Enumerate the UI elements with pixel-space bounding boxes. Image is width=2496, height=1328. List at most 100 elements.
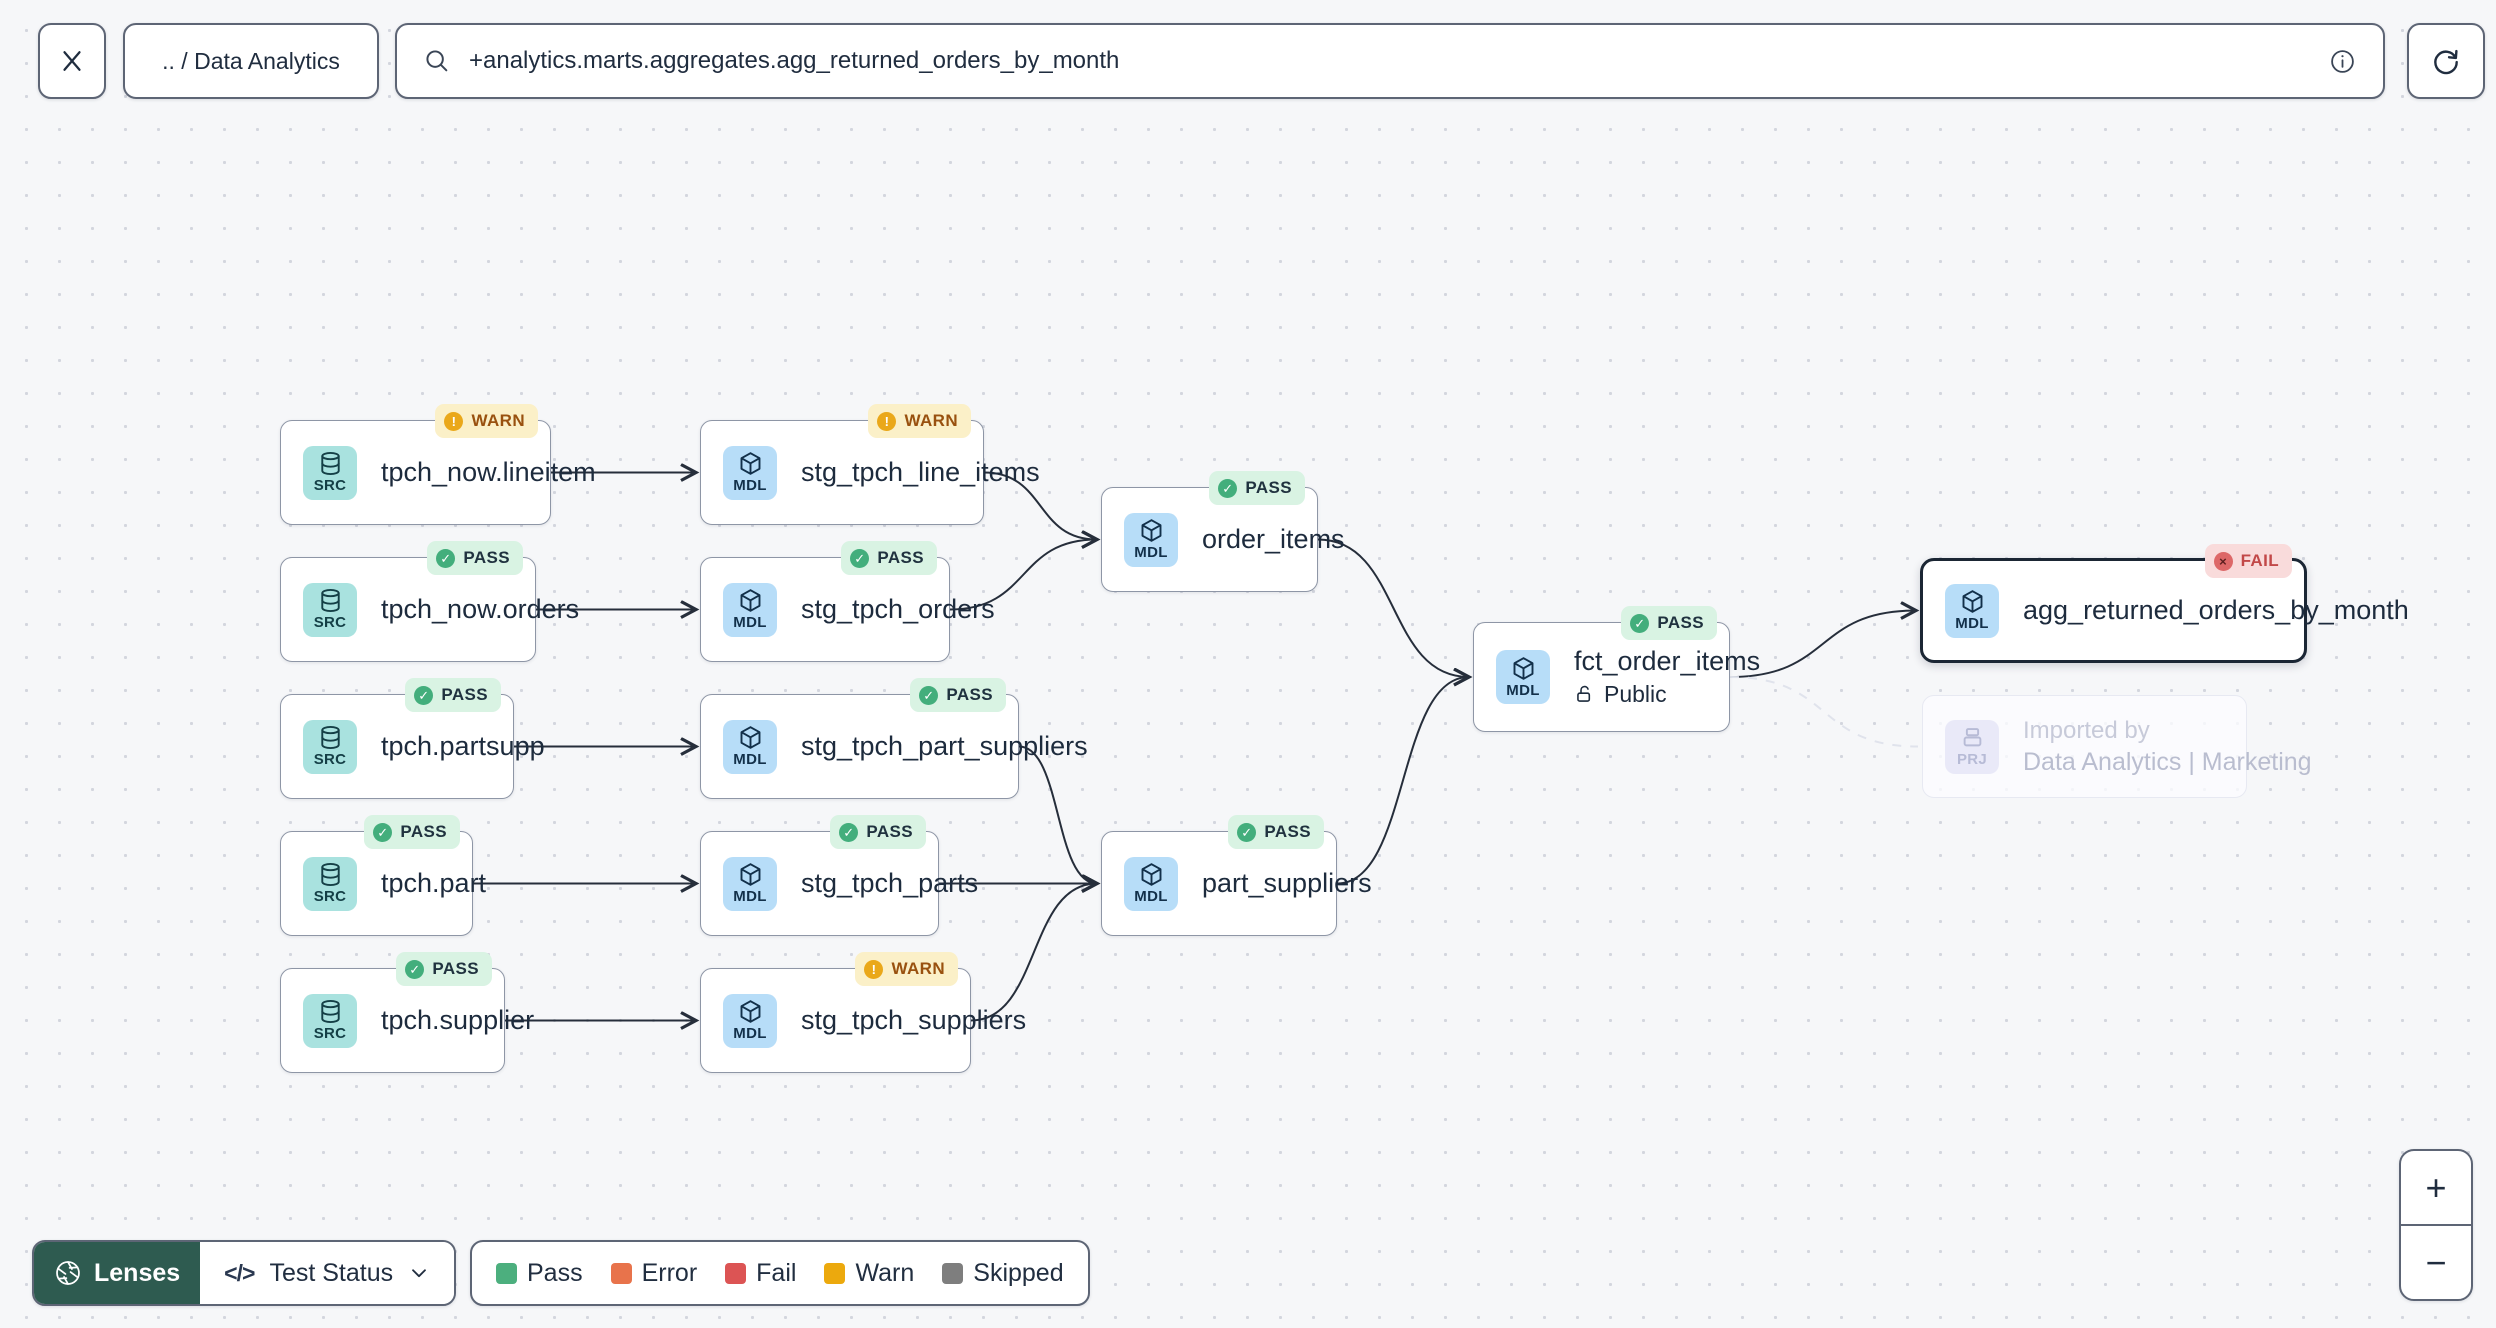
lenses-bar: Lenses </> Test Status [32, 1240, 457, 1306]
node-kind-label: MDL [1134, 544, 1168, 562]
legend-item-pass: Pass [496, 1259, 583, 1288]
legend-label: Fail [756, 1258, 797, 1287]
cube-icon [740, 1000, 760, 1024]
status-badge-pass: ✓PASS [1228, 815, 1324, 849]
search-bar[interactable] [395, 23, 2385, 99]
node-kind-label: MDL [733, 477, 767, 495]
database-icon [320, 726, 340, 750]
legend-item-fail: Fail [725, 1259, 796, 1288]
database-icon [320, 452, 340, 476]
cube-icon [1141, 863, 1161, 887]
node-kind-label: MDL [733, 614, 767, 632]
lenses-button[interactable]: Lenses [34, 1242, 201, 1304]
node-kind-label: MDL [1955, 615, 1989, 633]
node-access: Public [1574, 681, 1760, 708]
mdl-icon-box: MDL [723, 856, 777, 911]
code-icon: </> [224, 1259, 255, 1286]
public-lock-icon [1577, 685, 1591, 702]
legend-label: Skipped [973, 1258, 1064, 1287]
node-label: tpch.partsupp [381, 731, 545, 761]
status-badge-pass: ✓PASS [396, 952, 492, 986]
mdl-icon-box: MDL [1124, 856, 1178, 911]
mdl-icon-box: MDL [723, 445, 777, 500]
node-kind-label: SRC [313, 888, 347, 906]
status-badge-pass: ✓PASS [910, 678, 1006, 712]
cube-icon [1141, 519, 1161, 543]
status-badge-pass: ✓PASS [830, 815, 926, 849]
node-kind-label: PRJ [1956, 751, 1988, 769]
lineage-edge [983, 471, 1097, 540]
node-src-part[interactable]: SRC tpch.part ✓PASS [280, 815, 486, 936]
breadcrumb[interactable]: .. / Data Analytics [123, 23, 379, 99]
status-fail-icon: × [2213, 551, 2233, 571]
node-src-partsupp[interactable]: SRC tpch.partsupp ✓PASS [280, 678, 545, 799]
refresh-button[interactable] [2407, 23, 2485, 99]
legend-swatch [725, 1262, 747, 1284]
node-label: stg_tpch_line_items [801, 457, 1040, 487]
cube-icon [1513, 656, 1533, 680]
node-imported-by[interactable]: PRJ Imported by Data Analytics | Marketing [1922, 695, 2312, 798]
search-input[interactable] [469, 47, 2310, 75]
mdl-icon-box: MDL [723, 993, 777, 1048]
mdl-icon-box: MDL [1124, 512, 1178, 567]
imported-by-projects: Data Analytics | Marketing [2023, 747, 2312, 776]
status-badge-pass: ✓PASS [405, 678, 501, 712]
node-kind-label: MDL [733, 751, 767, 769]
node-label: stg_tpch_orders [801, 594, 995, 624]
legend-swatch [942, 1262, 964, 1284]
cube-icon [1962, 590, 1982, 614]
refresh-icon [2434, 49, 2458, 75]
status-warn-icon: ! [864, 959, 884, 979]
chevron-down-icon [412, 1269, 426, 1278]
lens-selector-label: Test Status [269, 1258, 394, 1287]
src-icon-box: SRC [303, 719, 357, 774]
close-button[interactable] [38, 23, 106, 99]
status-badge-pass: ✓PASS [427, 541, 523, 575]
status-pass-icon: ✓ [1218, 478, 1238, 498]
database-icon [320, 589, 340, 613]
info-icon[interactable] [2328, 47, 2357, 76]
node-label: tpch.part [381, 868, 487, 898]
close-icon [63, 51, 81, 71]
search-icon [426, 50, 448, 72]
status-badge-pass: ✓PASS [364, 815, 460, 849]
node-kind-label: MDL [733, 888, 767, 906]
aperture-icon [56, 1261, 80, 1285]
status-badge-warn: !WARN [435, 404, 538, 438]
legend-label: Pass [527, 1258, 583, 1287]
node-label: order_items [1202, 524, 1345, 554]
project-icon [1963, 728, 1981, 747]
lineage-edge [1336, 677, 1469, 885]
zoom-out-button[interactable]: − [2425, 1241, 2447, 1283]
status-warn-icon: ! [877, 411, 897, 431]
mdl-icon-box: MDL [723, 719, 777, 774]
imported-by-label: Imported by [2023, 716, 2150, 744]
mdl-icon-box: MDL [1496, 650, 1550, 704]
src-icon-box: SRC [303, 582, 357, 637]
status-pass-icon: ✓ [405, 959, 425, 979]
zoom-divider [2401, 1224, 2471, 1226]
node-stg-part-suppliers[interactable]: MDL stg_tpch_part_suppliers ✓PASS [700, 678, 1088, 799]
node-label: stg_tpch_part_suppliers [801, 731, 1088, 761]
node-kind-label: MDL [1134, 888, 1168, 906]
node-src-lineitem[interactable]: SRC tpch_now.lineitem !WARN [280, 404, 596, 525]
node-label: tpch_now.lineitem [381, 457, 596, 487]
node-label: stg_tpch_suppliers [801, 1005, 1027, 1035]
zoom-in-button[interactable]: + [2425, 1166, 2447, 1208]
status-pass-icon: ✓ [1237, 822, 1257, 842]
node-kind-label: SRC [313, 477, 347, 495]
lens-selector[interactable]: </> Test Status [200, 1242, 455, 1304]
